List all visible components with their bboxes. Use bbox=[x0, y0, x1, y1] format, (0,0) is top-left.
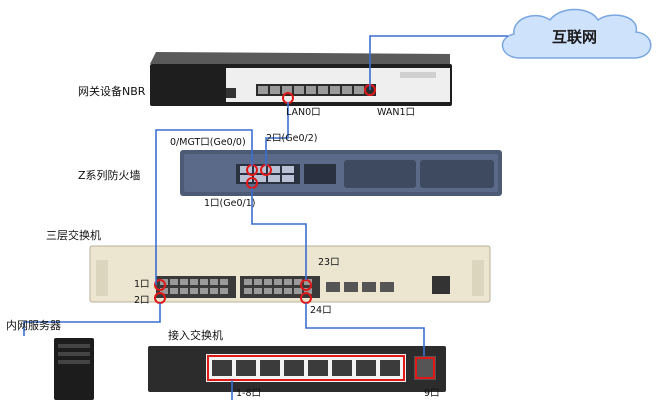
gateway-lan0-label: LAN0口 bbox=[286, 107, 321, 118]
core-switch-device bbox=[89, 245, 491, 304]
gateway-wan1-label: WAN1口 bbox=[377, 107, 416, 118]
internet-cloud bbox=[501, 8, 652, 59]
core-port24-label: 24口 bbox=[310, 305, 332, 316]
link-wan1-internet bbox=[369, 35, 508, 90]
firewall-device bbox=[180, 150, 502, 196]
gateway-label: 网关设备NBR bbox=[78, 85, 146, 98]
core-switch-label: 三层交换机 bbox=[46, 229, 101, 242]
link-core-port24-access-port9 bbox=[305, 303, 425, 356]
access-switch-device bbox=[148, 346, 446, 392]
server-tower bbox=[54, 338, 94, 400]
access-ports-label: 1-8口 bbox=[236, 388, 262, 399]
fw-port2-label: 2口(Ge0/2) bbox=[266, 133, 318, 144]
core-port23-label: 23口 bbox=[318, 257, 340, 268]
link-core-port2-server bbox=[23, 303, 161, 336]
core-port2-label: 2口 bbox=[134, 295, 150, 306]
access-switch-label: 接入交换机 bbox=[168, 329, 223, 342]
internet-label: 互联网 bbox=[552, 28, 598, 46]
link-fw-port1-core-port23 bbox=[251, 188, 307, 280]
core-port1-label: 1口 bbox=[134, 279, 150, 290]
gateway-device bbox=[150, 52, 452, 106]
link-lines bbox=[23, 35, 508, 400]
link-fw-mgt-core-port1 bbox=[155, 129, 253, 285]
link-lan0-fw-port2 bbox=[265, 102, 289, 166]
fw-port1-label: 1口(Ge0/1) bbox=[204, 198, 256, 209]
server-label: 内网服务器 bbox=[6, 319, 61, 332]
firewall-label: Z系列防火墙 bbox=[78, 169, 141, 182]
fw-mgt-port-label: 0/MGT口(Ge0/0) bbox=[170, 137, 246, 148]
access-port9-label: 9口 bbox=[424, 388, 440, 399]
